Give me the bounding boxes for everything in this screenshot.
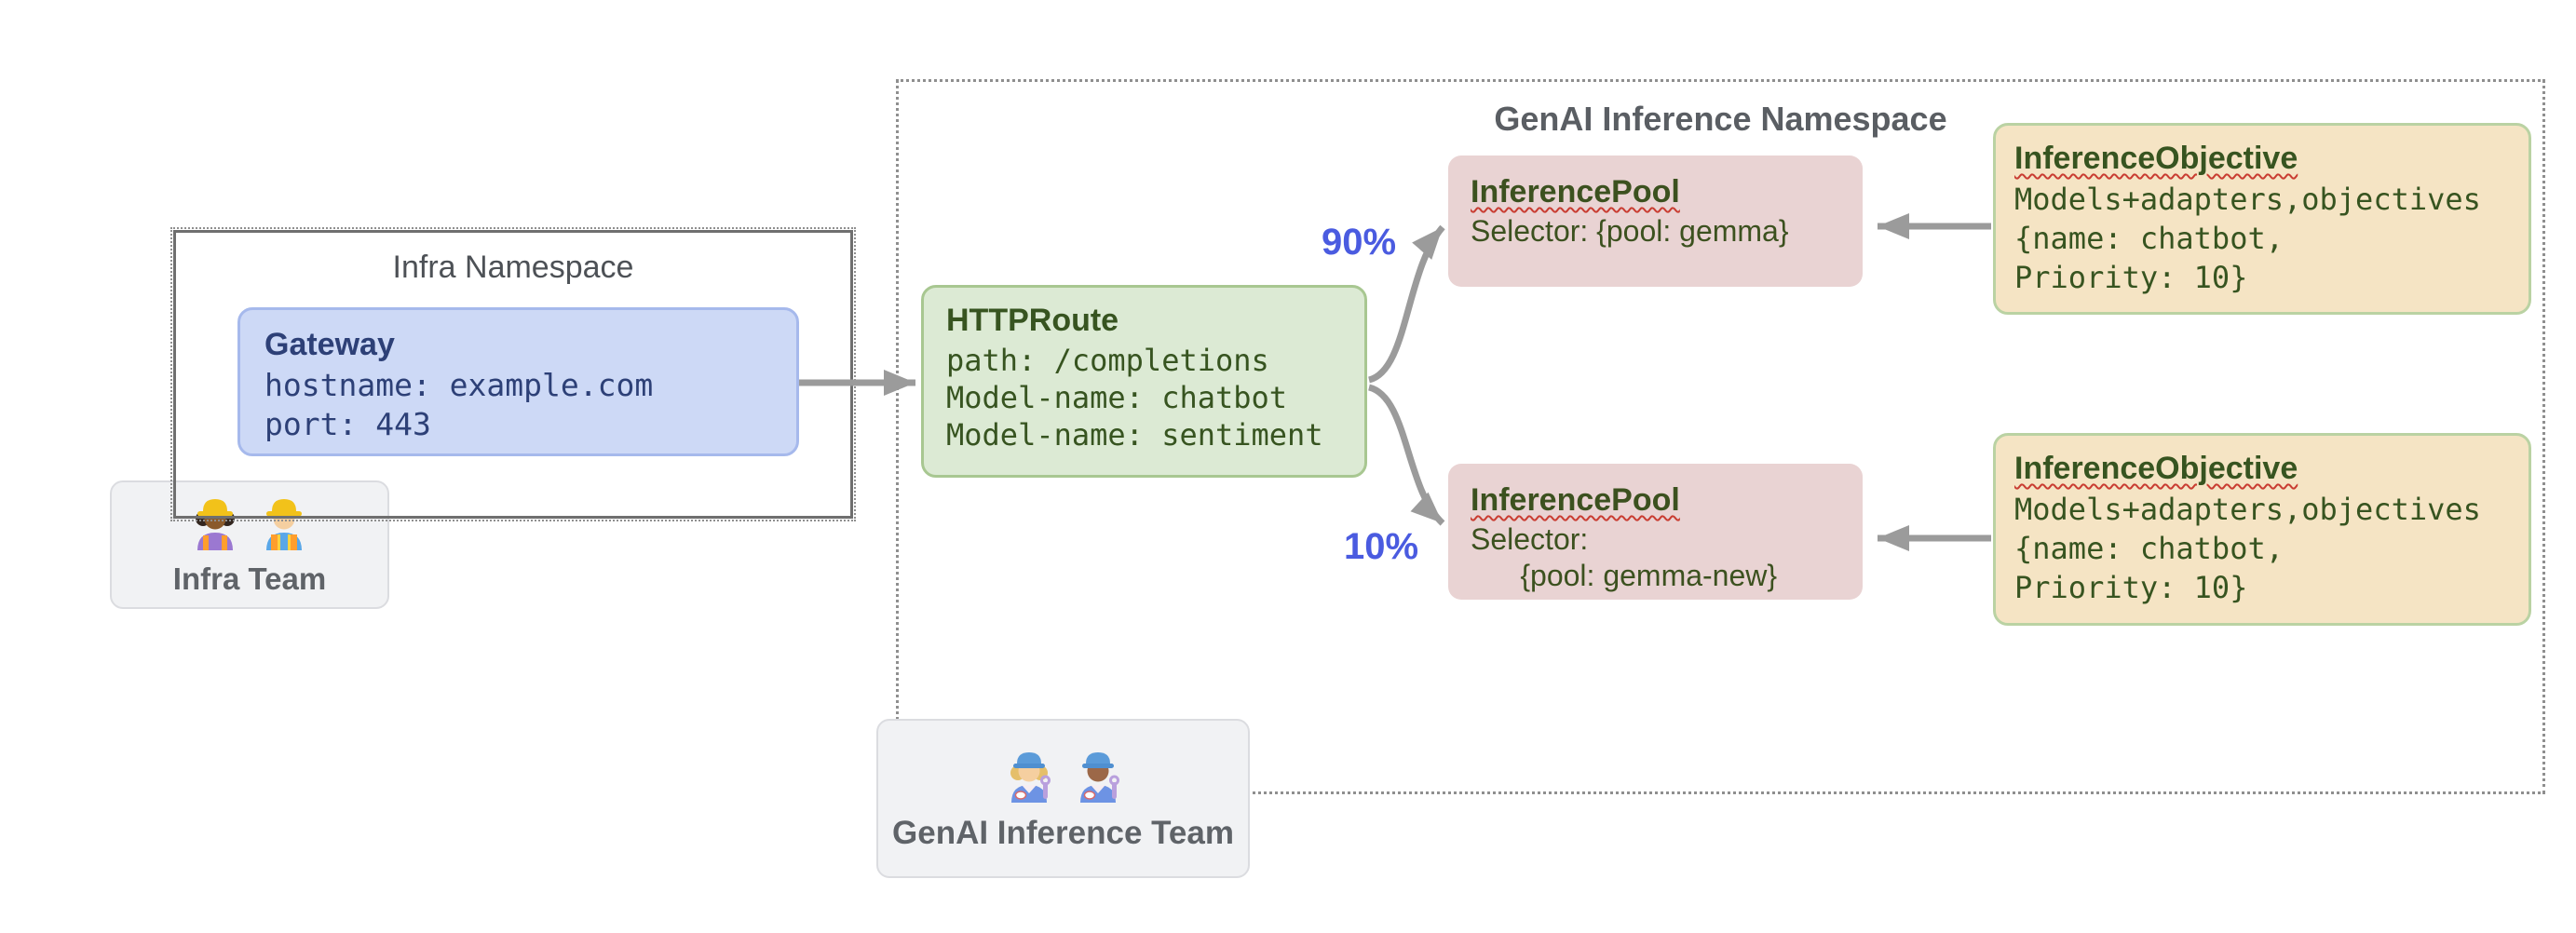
infra-team-icons (191, 493, 308, 558)
httproute-path: path: /completions (946, 343, 1269, 378)
inference-pool-gemma-selector: Selector: {pool: gemma} (1471, 214, 1789, 248)
inference-objective-bottom-line-2: {name: chatbot, (2014, 531, 2284, 566)
inference-pool-gemma-new-title: InferencePool (1471, 482, 1680, 518)
httproute-title: HTTPRoute (946, 303, 1119, 338)
infra-team-label: Infra Team (172, 561, 327, 596)
infra-namespace-label: Infra Namespace (392, 250, 634, 285)
inference-objective-bottom-box: InferenceObjective Models+adapters,objec… (1993, 433, 2531, 626)
genai-inference-namespace-box (896, 79, 2545, 794)
inference-objective-top-line-1: Models+adapters,objectives (2014, 182, 2481, 217)
httproute-model-2: Model-name: sentiment (946, 417, 1323, 453)
inference-pool-gemma-box: InferencePool Selector: {pool: gemma} (1448, 156, 1863, 287)
inference-pool-gemma-new-box: InferencePool Selector: {pool: gemma-new… (1448, 464, 1863, 600)
inference-objective-bottom-line-3: Priority: 10} (2014, 570, 2248, 605)
inference-pool-gemma-new-selector-value: {pool: gemma-new} (1471, 559, 1778, 592)
gateway-box: Gateway hostname: example.com port: 443 (237, 307, 799, 456)
httproute-box: HTTPRoute path: /completions Model-name:… (921, 285, 1367, 478)
inference-objective-bottom-line-1: Models+adapters,objectives (2014, 492, 2481, 527)
genai-team-icons (1005, 745, 1122, 811)
inference-pool-gemma-title: InferencePool (1471, 174, 1680, 210)
woman-construction-worker-emoji (191, 493, 239, 558)
inference-objective-top-box: InferenceObjective Models+adapters,objec… (1993, 123, 2531, 315)
infra-team-card: Infra Team (110, 480, 389, 609)
traffic-split-10-label: 10% (1343, 526, 1419, 567)
traffic-split-90-label: 90% (1321, 222, 1397, 263)
inference-objective-top-title: InferenceObjective (2014, 141, 2298, 176)
man-mechanic-emoji (1074, 745, 1122, 811)
inference-pool-gemma-new-selector: Selector: (1471, 522, 1589, 556)
gateway-hostname: hostname: example.com (264, 367, 654, 403)
inference-objective-top-line-3: Priority: 10} (2014, 260, 2248, 295)
httproute-model-1: Model-name: chatbot (946, 380, 1288, 415)
woman-mechanic-emoji (1005, 745, 1053, 811)
man-construction-worker-emoji (260, 493, 308, 558)
gateway-title: Gateway (264, 327, 395, 362)
genai-team-label: GenAI Inference Team (892, 815, 1234, 851)
gateway-port: port: 443 (264, 406, 431, 442)
inference-objective-bottom-title: InferenceObjective (2014, 451, 2298, 486)
genai-inference-team-card: GenAI Inference Team (876, 719, 1250, 878)
inference-objective-top-line-2: {name: chatbot, (2014, 221, 2284, 256)
genai-inference-namespace-label: GenAI Inference Namespace (1494, 100, 1947, 138)
